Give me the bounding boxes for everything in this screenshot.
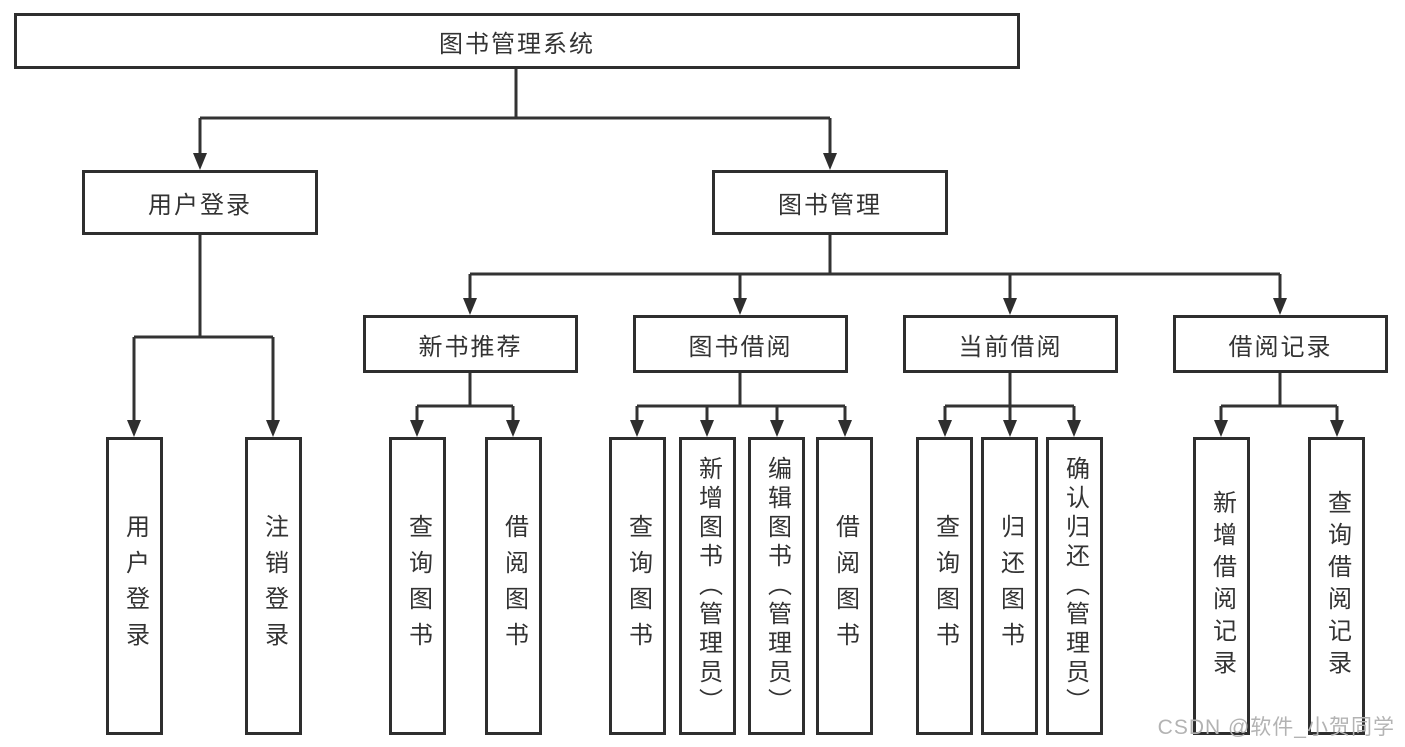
connector-new-book-recommend-lines	[415, 373, 515, 423]
arrowhead-down	[938, 420, 1081, 437]
connector-book-borrowing-lines	[635, 373, 847, 423]
connector-book-management-lines	[468, 235, 1282, 301]
arrowhead-down	[193, 153, 837, 170]
leaf-borrow-books-2-label: 借阅图书	[831, 514, 859, 658]
arrowhead-down	[1214, 420, 1344, 437]
node-book-management: 图书管理	[712, 170, 948, 235]
node-borrowing-records-label: 借阅记录	[1228, 333, 1333, 361]
leaf-add-books-admin-label: 新增图书（管理员）	[694, 455, 722, 717]
connector-root	[193, 69, 837, 170]
node-root: 图书管理系统	[14, 13, 1020, 69]
leaf-confirm-return-admin: 确认归还（管理员）	[1046, 437, 1103, 735]
csdn-watermark: CSDN @软件_小贺同学	[1157, 716, 1395, 739]
leaf-add-borrow-record-label: 新增借阅记录	[1208, 490, 1236, 682]
connector-user-login-lines	[132, 235, 275, 423]
arrowhead-down	[127, 420, 280, 437]
leaf-borrow-books-2: 借阅图书	[816, 437, 873, 735]
arrowhead-down	[463, 298, 1287, 315]
node-user-login: 用户登录	[82, 170, 318, 235]
node-book-borrowing-label: 图书借阅	[688, 333, 793, 361]
connector-borrowing-records-lines	[1219, 373, 1339, 423]
leaf-query-borrow-record-label: 查询借阅记录	[1323, 490, 1351, 682]
leaf-query-books-2: 查询图书	[609, 437, 666, 735]
connector-borrowing-records	[1214, 373, 1344, 437]
connector-current-borrowing	[938, 373, 1081, 437]
arrowhead-down	[410, 420, 520, 437]
leaf-confirm-return-admin-label: 确认归还（管理员）	[1061, 455, 1089, 717]
leaf-query-books-1-label: 查询图书	[404, 514, 432, 658]
leaf-query-books-3-label: 查询图书	[931, 514, 959, 658]
node-book-borrowing: 图书借阅	[633, 315, 848, 373]
node-book-management-label: 图书管理	[778, 192, 882, 219]
leaf-borrow-books-1: 借阅图书	[485, 437, 542, 735]
leaf-return-books-label: 归还图书	[996, 514, 1024, 658]
connector-book-borrowing	[630, 373, 852, 437]
leaf-query-borrow-record: 查询借阅记录	[1308, 437, 1365, 735]
connector-new-book-recommend	[410, 373, 520, 437]
leaf-query-books-1: 查询图书	[389, 437, 446, 735]
leaf-edit-books-admin: 编辑图书（管理员）	[748, 437, 805, 735]
leaf-add-borrow-record: 新增借阅记录	[1193, 437, 1250, 735]
leaf-user-login-label: 用户登录	[121, 514, 149, 658]
node-new-book-recommend-label: 新书推荐	[418, 333, 523, 361]
node-user-login-label: 用户登录	[148, 192, 252, 219]
connector-book-management	[463, 235, 1287, 315]
node-current-borrowing: 当前借阅	[903, 315, 1118, 373]
leaf-logout: 注销登录	[245, 437, 302, 735]
node-borrowing-records: 借阅记录	[1173, 315, 1388, 373]
arrowhead-down	[630, 420, 852, 437]
leaf-add-books-admin: 新增图书（管理员）	[679, 437, 736, 735]
leaf-return-books: 归还图书	[981, 437, 1038, 735]
node-current-borrowing-label: 当前借阅	[958, 333, 1063, 361]
connector-current-borrowing-lines	[943, 373, 1076, 423]
connector-root-lines	[198, 69, 832, 156]
leaf-edit-books-admin-label: 编辑图书（管理员）	[763, 455, 791, 717]
leaf-query-books-2-label: 查询图书	[624, 514, 652, 658]
node-new-book-recommend: 新书推荐	[363, 315, 578, 373]
leaf-user-login: 用户登录	[106, 437, 163, 735]
leaf-query-books-3: 查询图书	[916, 437, 973, 735]
connector-user-login	[127, 235, 280, 437]
leaf-borrow-books-1-label: 借阅图书	[500, 514, 528, 658]
node-root-label: 图书管理系统	[439, 30, 595, 58]
leaf-logout-label: 注销登录	[260, 514, 288, 658]
